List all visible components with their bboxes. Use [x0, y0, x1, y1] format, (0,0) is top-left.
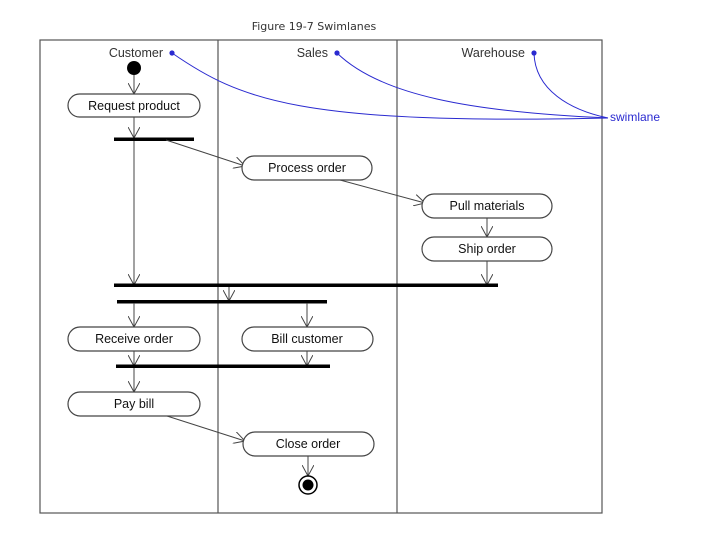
fork-bar-2: [117, 300, 327, 304]
initial-node: [127, 61, 141, 75]
activity-bill-customer: Bill customer: [241, 326, 374, 352]
flow-pay-to-close: [166, 415, 245, 441]
activity-close-order: Close order: [242, 431, 375, 457]
callout-curve-sales: [336, 52, 609, 119]
activity-request-product: Request product: [67, 93, 201, 118]
activity-label: Pull materials: [449, 199, 524, 213]
activity-process-order: Process order: [241, 155, 373, 181]
activity-receive-order: Receive order: [67, 326, 201, 352]
activity-label: Process order: [268, 161, 346, 175]
lane-label-warehouse: Warehouse: [462, 46, 526, 60]
activity-label: Pay bill: [114, 397, 154, 411]
activity-label: Bill customer: [271, 332, 343, 346]
join-bar-2: [116, 364, 330, 368]
activity-label: Receive order: [95, 332, 173, 346]
final-node: [298, 475, 318, 495]
activity-label: Request product: [88, 99, 180, 113]
activity-pull-materials: Pull materials: [421, 193, 553, 219]
join-bar: [114, 283, 498, 287]
activity-ship-order: Ship order: [421, 236, 553, 262]
swimlane-callout: swimlane: [169, 50, 660, 124]
lane-label-sales: Sales: [297, 46, 328, 60]
callout-curve-customer: [171, 52, 609, 120]
activity-label: Close order: [276, 437, 341, 451]
activity-label: Ship order: [458, 242, 516, 256]
fork-bar-1: [114, 137, 194, 141]
callout-label: swimlane: [610, 110, 660, 124]
figure-title: Figure 19-7 Swimlanes: [252, 20, 377, 33]
flow-process-to-pull: [339, 179, 425, 203]
flow-fork-to-process: [165, 139, 245, 166]
swimlane-frame: [39, 39, 603, 514]
callout-curve-warehouse: [533, 52, 609, 119]
lane-label-customer: Customer: [109, 46, 163, 60]
activity-pay-bill: Pay bill: [67, 391, 201, 417]
